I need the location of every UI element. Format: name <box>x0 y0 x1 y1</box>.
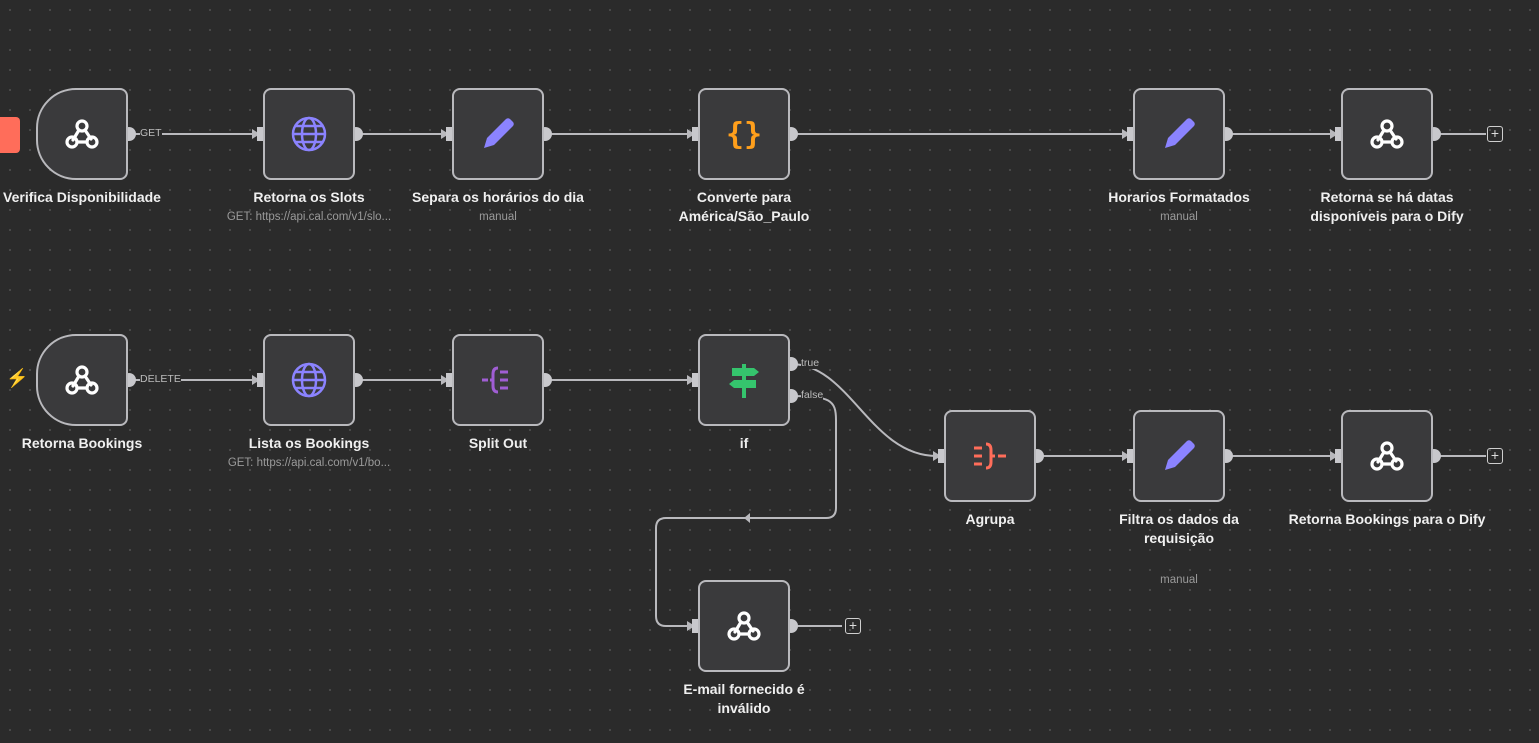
node-label: Split Out <box>468 435 528 451</box>
node-label: Lista os Bookings <box>248 435 370 451</box>
edge-label-true: true <box>801 357 820 369</box>
node-retorna-dify[interactable] <box>1341 410 1433 502</box>
globe-icon <box>291 362 327 398</box>
node-label: Retorna os Slots <box>253 189 365 205</box>
webhook-icon <box>1370 441 1404 471</box>
add-node-button[interactable]: + <box>1487 448 1503 464</box>
add-node-button[interactable]: + <box>845 618 861 634</box>
pencil-icon <box>1165 440 1195 470</box>
add-node-button[interactable]: + <box>1487 126 1503 142</box>
globe-icon <box>291 116 327 152</box>
node-split[interactable] <box>452 334 544 426</box>
node-subtitle: GET: https://api.cal.com/v1/slo... <box>226 211 392 223</box>
signpost-icon <box>729 364 759 398</box>
node-subtitle: manual <box>479 211 517 223</box>
node-subtitle: GET: https://api.cal.com/v1/bo... <box>227 457 391 469</box>
webhook-icon <box>65 119 99 149</box>
webhook-icon <box>1370 119 1404 149</box>
trigger-bolt-icon: ⚡ <box>6 368 29 388</box>
pencil-icon <box>1165 118 1195 148</box>
node-label: if <box>739 435 749 451</box>
node-label: Filtra os dados da requisição <box>1119 511 1239 546</box>
node-label: E-mail fornecido é inválido <box>683 681 805 716</box>
code-braces-icon: {} <box>726 117 762 152</box>
node-slots[interactable] <box>263 88 355 180</box>
node-bookings[interactable] <box>36 334 128 426</box>
edge-label-get: GET <box>140 127 162 139</box>
node-horarios[interactable] <box>1133 88 1225 180</box>
split-out-icon <box>482 366 508 394</box>
node-label: Retorna Bookings <box>21 435 143 451</box>
node-converte[interactable]: {} <box>698 88 790 180</box>
node-retorna-datas[interactable] <box>1341 88 1433 180</box>
node-agrupa[interactable] <box>944 410 1036 502</box>
trigger-execute-tab[interactable] <box>0 117 20 153</box>
aggregate-icon <box>974 442 1006 470</box>
node-label: Converte para América/São_Paulo <box>678 189 810 224</box>
node-verifica[interactable] <box>36 88 128 180</box>
webhook-icon <box>65 365 99 395</box>
webhook-icon <box>727 611 761 641</box>
svg-text:{}: {} <box>726 117 762 152</box>
node-filtra[interactable] <box>1133 410 1225 502</box>
node-separa[interactable] <box>452 88 544 180</box>
node-label: Retorna Bookings para o Dify <box>1288 511 1486 527</box>
node-label: Horarios Formatados <box>1108 189 1250 205</box>
edge-label-delete: DELETE <box>140 373 181 385</box>
pencil-icon <box>484 118 514 148</box>
node-label: Retorna se há datas disponíveis para o D… <box>1310 189 1464 224</box>
node-subtitle: manual <box>1160 574 1198 586</box>
node-if[interactable] <box>698 334 790 426</box>
node-email[interactable] <box>698 580 790 672</box>
node-label: Separa os horários do dia <box>412 189 584 205</box>
node-lista[interactable] <box>263 334 355 426</box>
node-label: Agrupa <box>965 511 1015 527</box>
edge-label-false: false <box>801 389 824 401</box>
node-label: Verifica Disponibilidade <box>3 189 161 205</box>
node-subtitle: manual <box>1160 211 1198 223</box>
